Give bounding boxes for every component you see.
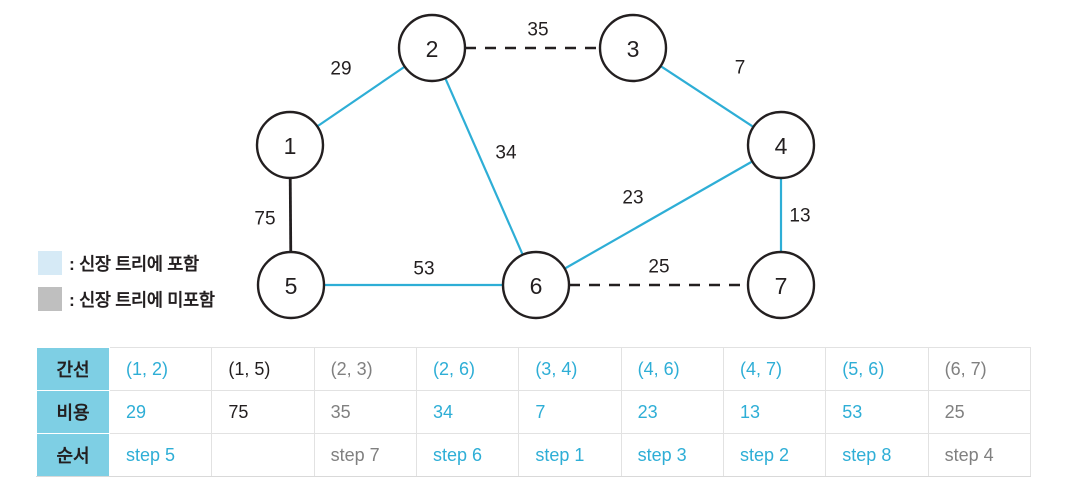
- edge-weight-6-7: 25: [648, 257, 669, 278]
- edge-weight-3-4: 7: [735, 58, 746, 79]
- edge-3-4: [659, 65, 755, 128]
- edge-weight-1-5: 75: [254, 209, 275, 230]
- cell-order-7: step 2: [722, 433, 827, 477]
- node-circle-5: [256, 250, 326, 320]
- row-header-cost: 비용: [36, 390, 110, 434]
- cell-cost-3: 35: [313, 390, 417, 434]
- edge-4-6: [564, 160, 753, 270]
- node-label-2: 2: [426, 36, 439, 62]
- cell-order-4: step 6: [415, 433, 520, 477]
- cell-edge-6: (4, 6): [620, 347, 724, 391]
- graph-node-7: 7: [746, 250, 816, 320]
- graph-node-3: 3: [598, 13, 668, 83]
- graph-node-1: 1: [255, 110, 325, 180]
- cell-cost-4: 34: [415, 390, 520, 434]
- legend-label-included: : 신장 트리에 포함: [69, 253, 199, 274]
- cell-cost-6: 23: [620, 390, 724, 434]
- cell-order-6: step 3: [620, 433, 724, 477]
- cell-edge-3: (2, 3): [313, 347, 417, 391]
- cell-edge-1: (1, 2): [108, 347, 213, 391]
- edge-1-5: [288, 177, 293, 253]
- cell-cost-8: 53: [825, 390, 929, 434]
- legend-item-excluded: : 신장 트리에 미포함: [38, 284, 278, 314]
- legend-swatch-excluded: [38, 287, 62, 311]
- graph-node-4: 4: [746, 110, 816, 180]
- edge-weight-1-2: 29: [330, 59, 351, 80]
- graph-node-5: 5: [256, 250, 326, 320]
- cell-order-9: step 4: [927, 433, 1032, 477]
- cell-cost-1: 29: [108, 390, 213, 434]
- node-label-4: 4: [775, 133, 788, 159]
- edge-weight-4-7: 13: [789, 206, 810, 227]
- edge-weight-5-6: 53: [413, 259, 434, 280]
- cell-edge-5: (3, 4): [518, 347, 622, 391]
- cell-edge-2: (1, 5): [211, 347, 315, 391]
- cell-order-1: step 5: [108, 433, 213, 477]
- cell-edge-8: (5, 6): [825, 347, 929, 391]
- legend-swatch-included: [38, 251, 62, 275]
- cell-order-8: step 8: [825, 433, 929, 477]
- cell-cost-5: 7: [518, 390, 622, 434]
- cell-order-3: step 7: [313, 433, 417, 477]
- node-circle-3: [598, 13, 668, 83]
- edge-steps-table: 간선 (1, 2)(1, 5)(2, 3)(2, 6)(3, 4)(4, 6)(…: [36, 347, 1032, 477]
- table-body: 간선 (1, 2)(1, 5)(2, 3)(2, 6)(3, 4)(4, 6)(…: [36, 347, 1032, 477]
- edges-layer: [288, 46, 783, 287]
- cell-edge-4: (2, 6): [415, 347, 520, 391]
- cell-edge-7: (4, 7): [722, 347, 827, 391]
- node-circle-7: [746, 250, 816, 320]
- node-label-6: 6: [530, 273, 543, 299]
- node-label-3: 3: [627, 36, 640, 62]
- edge-2-6: [444, 77, 524, 256]
- row-header-order: 순서: [36, 433, 110, 477]
- row-header-edge: 간선: [36, 347, 110, 391]
- node-label-1: 1: [284, 133, 297, 159]
- node-label-7: 7: [775, 273, 788, 299]
- legend-item-included: : 신장 트리에 포함: [38, 248, 278, 278]
- cell-order-2: [211, 433, 315, 477]
- cell-edge-9: (6, 7): [927, 347, 1032, 391]
- cell-order-5: step 1: [518, 433, 622, 477]
- edge-weight-4-6: 23: [622, 188, 643, 209]
- cell-cost-7: 13: [722, 390, 827, 434]
- graph-node-2: 2: [397, 13, 467, 83]
- node-circle-4: [746, 110, 816, 180]
- node-circle-6: [501, 250, 571, 320]
- node-circle-2: [397, 13, 467, 83]
- edge-1-2: [316, 65, 406, 128]
- cell-cost-9: 25: [927, 390, 1032, 434]
- edge-weight-2-3: 35: [527, 20, 548, 41]
- graph-node-6: 6: [501, 250, 571, 320]
- legend-label-excluded: : 신장 트리에 미포함: [69, 289, 215, 310]
- table-row-edges: 간선 (1, 2)(1, 5)(2, 3)(2, 6)(3, 4)(4, 6)(…: [36, 347, 1032, 391]
- cell-cost-2: 75: [211, 390, 315, 434]
- legend: : 신장 트리에 포함 : 신장 트리에 미포함: [38, 248, 278, 320]
- node-circle-1: [255, 110, 325, 180]
- node-label-5: 5: [285, 273, 298, 299]
- edge-weight-2-6: 34: [495, 143, 517, 164]
